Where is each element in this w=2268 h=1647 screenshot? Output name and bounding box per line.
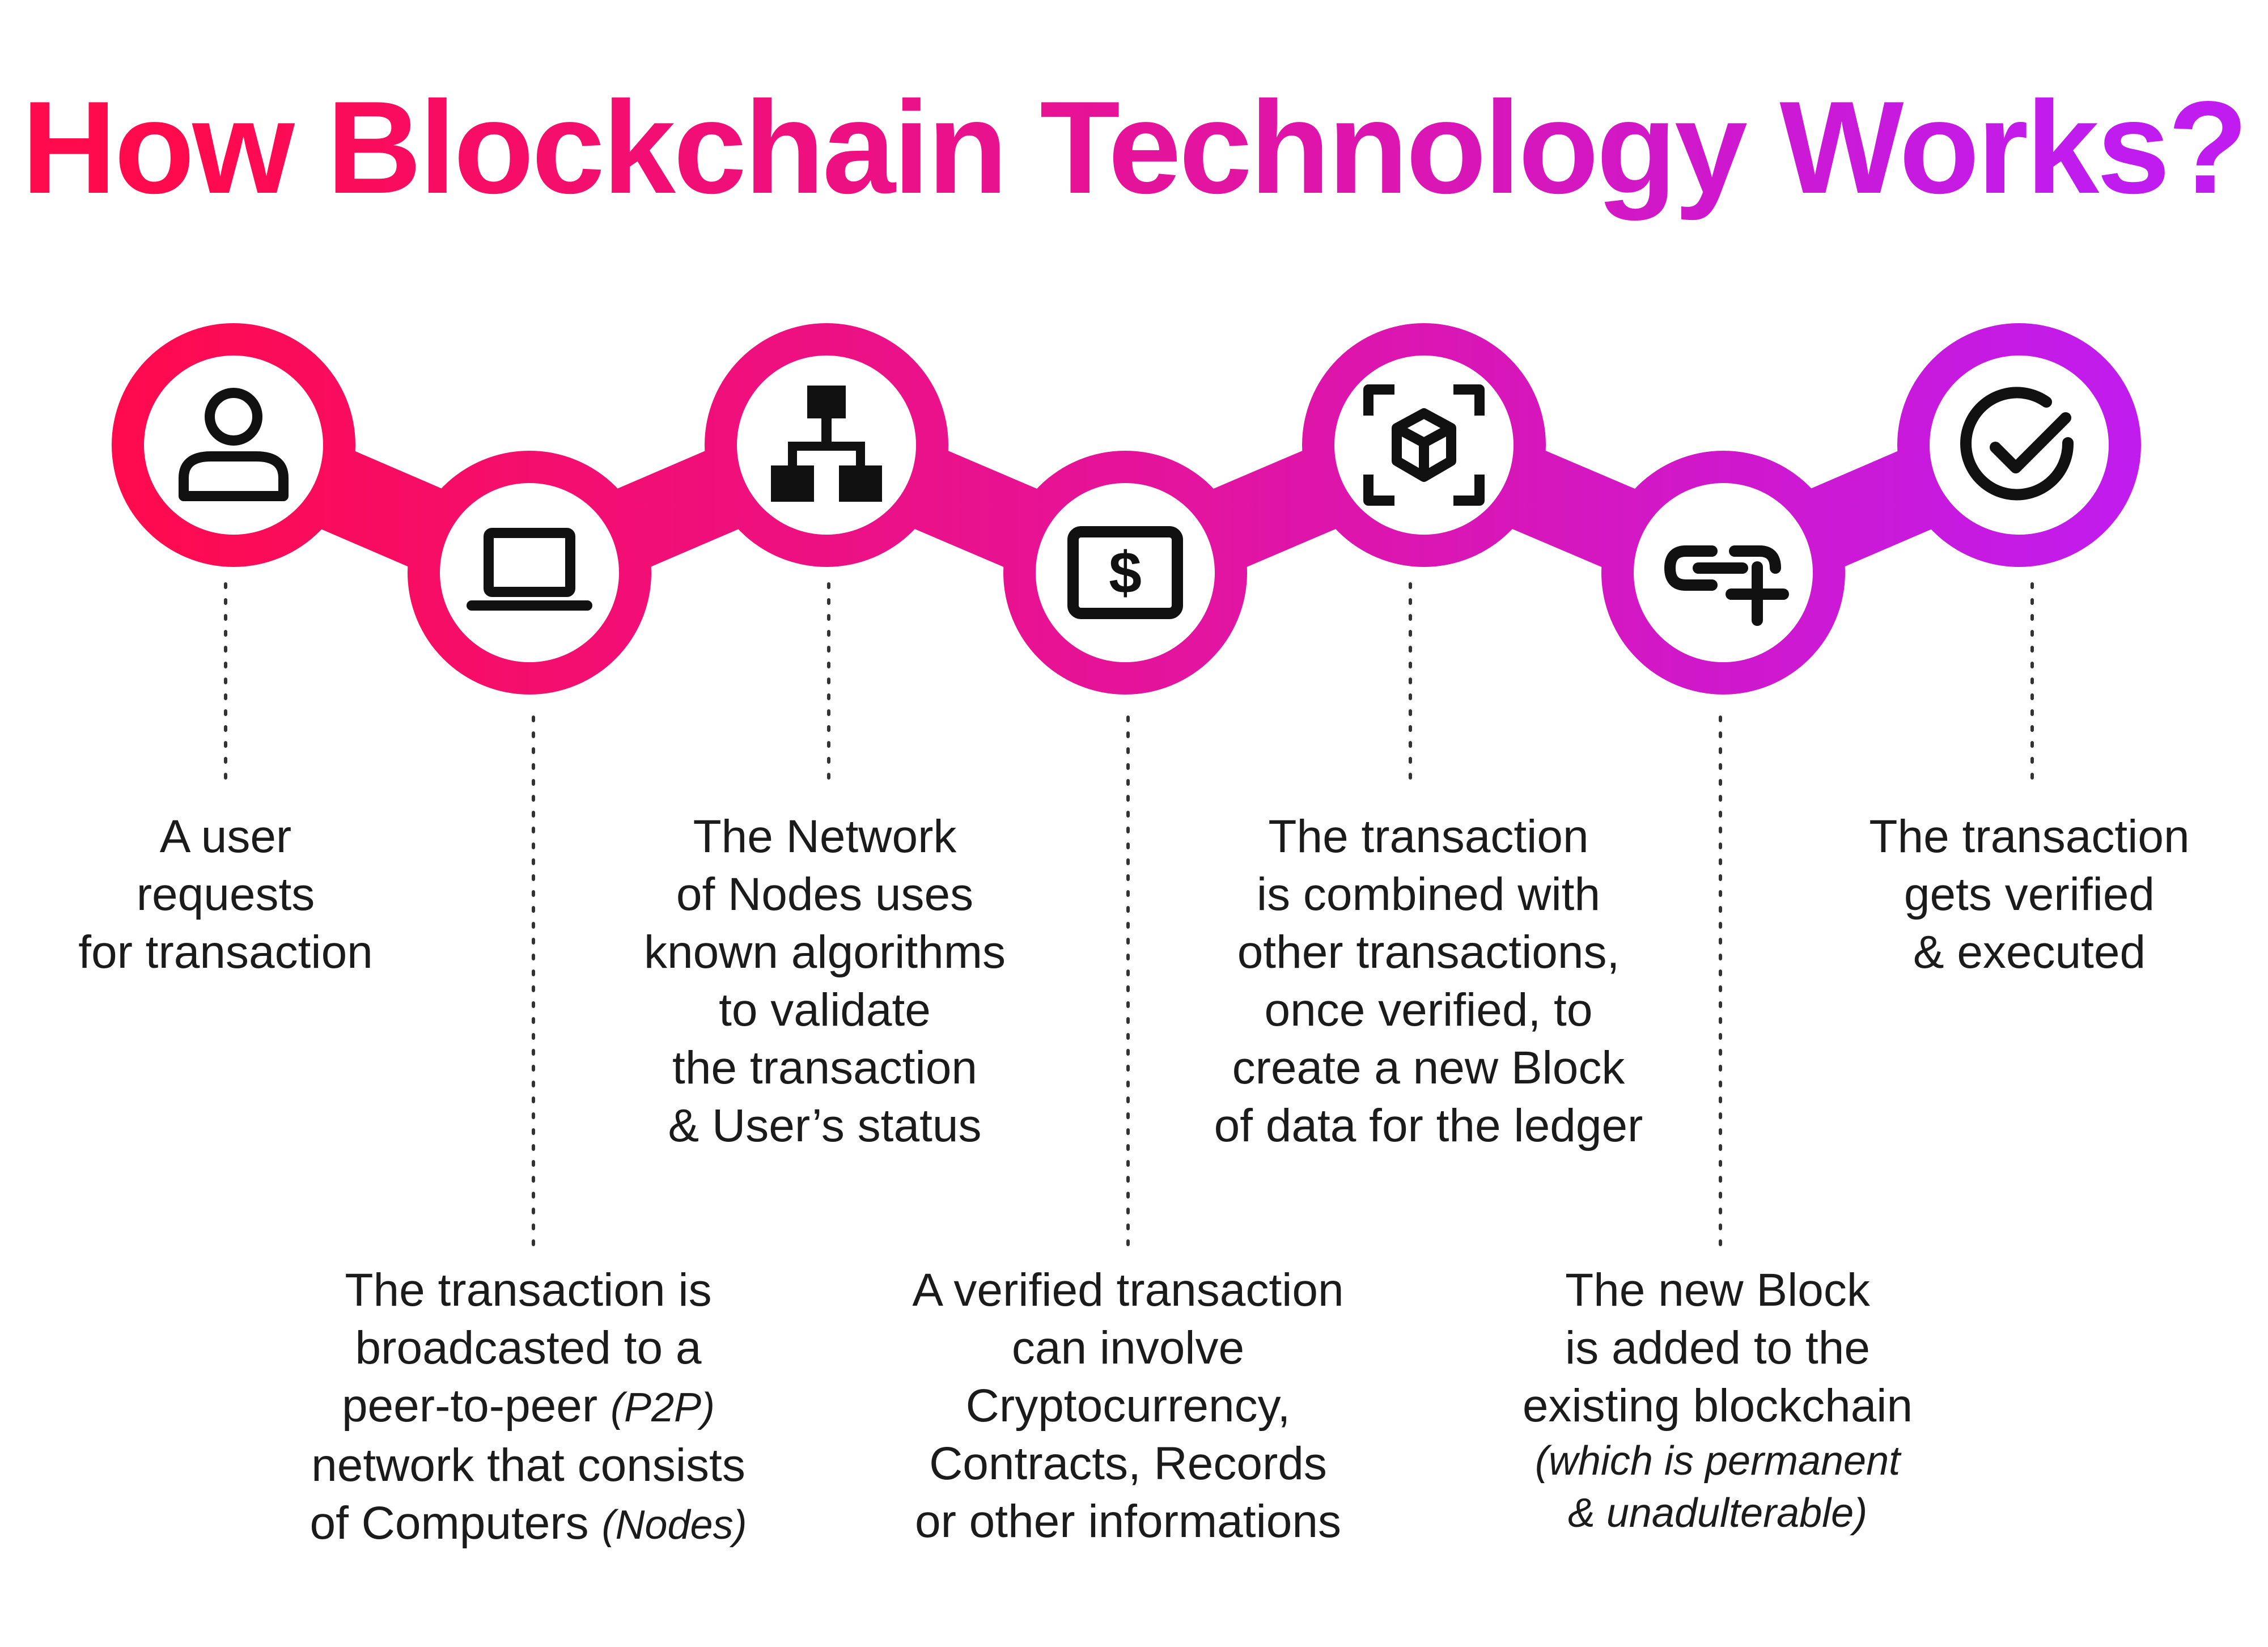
step-6-note-line-1: (which is permanent (1534, 1438, 1901, 1484)
step-1-line-3: for transaction (78, 926, 373, 978)
step-node-2 (408, 451, 651, 695)
step-1-line-2: requests (136, 869, 315, 920)
link-add-icon (1664, 545, 1789, 626)
step-2-description: The transaction is broadcasted to a peer… (310, 1261, 747, 1554)
step-3-description: The Network of Nodes uses known algorith… (644, 808, 1006, 1155)
step-7-line-1: The transaction (1869, 811, 2190, 862)
step-6-line-3: existing blockchain (1522, 1380, 1913, 1432)
step-7-line-2: gets verified (1904, 869, 2155, 920)
check-circle-icon (1960, 387, 2074, 501)
step-6-line-2: is added to the (1565, 1322, 1870, 1374)
title-text: How Blockchain Technology Works? (22, 74, 2246, 221)
step-3-line-4: to validate (719, 984, 931, 1036)
step-1-line-1: A user (159, 811, 292, 862)
step-3-line-5: the transaction (672, 1042, 977, 1094)
step-4-line-5: or other informations (914, 1496, 1341, 1547)
step-2-nodes-note: (Nodes) (601, 1502, 747, 1548)
svg-text:$: $ (1109, 540, 1142, 606)
step-2-line-5: of Computers (Nodes) (310, 1494, 747, 1554)
step-4-line-2: can involve (1011, 1322, 1245, 1374)
network-hierarchy-icon (771, 386, 882, 502)
step-3-line-1: The Network (693, 811, 957, 862)
dollar-bill-icon: $ (1067, 526, 1183, 619)
step-3-line-2: of Nodes uses (676, 869, 974, 920)
step-6-note-line-2: & unadulterable) (1567, 1491, 1868, 1536)
step-4-line-3: Cryptocurrency, (965, 1380, 1291, 1432)
step-5-line-3: other transactions, (1237, 926, 1620, 978)
step-2-p2p-note: (P2P) (610, 1385, 715, 1430)
step-2-line-1: The transaction is (345, 1264, 712, 1316)
step-2-line-5-text: of Computers (310, 1497, 589, 1549)
step-6-line-1: The new Block (1565, 1264, 1870, 1316)
step-3-line-3: known algorithms (643, 926, 1006, 978)
cube-scan-icon (1363, 384, 1485, 506)
step-4-line-4: Contracts, Records (929, 1438, 1327, 1489)
step-2-line-3-text: peer-to-peer (341, 1380, 598, 1432)
step-7-description: The transaction gets verified & executed (1869, 808, 2189, 981)
step-5-description: The transaction is combined with other t… (1214, 808, 1643, 1155)
user-icon (179, 388, 289, 501)
step-3-line-6: & User’s status (668, 1100, 982, 1151)
laptop-icon (467, 528, 592, 611)
step-5-line-5: create a new Block (1232, 1042, 1625, 1094)
step-7-line-3: & executed (1913, 926, 2146, 978)
connector-dots (224, 582, 2034, 790)
step-2-line-3: peer-to-peer (P2P) (310, 1377, 747, 1437)
step-5-line-4: once verified, to (1264, 984, 1593, 1036)
step-2-line-2: broadcasted to a (355, 1322, 702, 1374)
title: How Blockchain Technology Works? (22, 74, 2248, 221)
step-4-description: A verified transaction can involve Crypt… (912, 1261, 1343, 1551)
step-1-description: A user requests for transaction (78, 808, 373, 981)
step-5-line-2: is combined with (1256, 869, 1601, 920)
step-4-line-1: A verified transaction (912, 1264, 1344, 1316)
step-5-line-6: of data for the ledger (1214, 1100, 1643, 1151)
step-2-line-4: network that consists (311, 1439, 745, 1491)
chain-graphic: $ (112, 323, 2141, 790)
step-6-description: The new Block is added to the existing b… (1523, 1261, 1913, 1539)
step-node-7 (1897, 323, 2141, 567)
step-5-line-1: The transaction (1268, 811, 1589, 862)
